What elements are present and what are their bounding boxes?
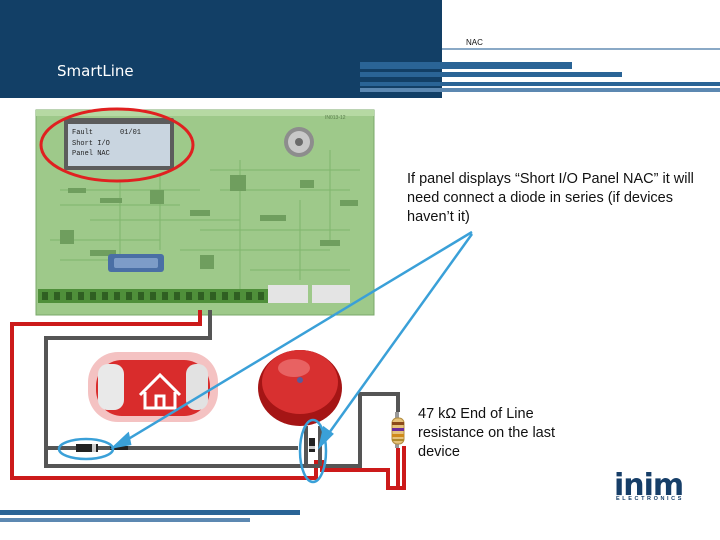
- bell-center-icon: [297, 377, 303, 383]
- slide-title: NAC: [466, 38, 483, 47]
- lcd-time: 01/01: [120, 129, 141, 137]
- arrowhead: [317, 425, 334, 450]
- header: NAC SmartLine: [0, 0, 720, 98]
- diode-icon: [298, 418, 328, 484]
- lcd-highlight: [39, 107, 195, 183]
- arrow-to-left-diode: [119, 230, 473, 446]
- board-traces: [50, 150, 360, 290]
- header-stripe: [442, 48, 720, 50]
- lcd-line-1: Fault: [72, 129, 93, 137]
- header-stripe: [360, 62, 572, 69]
- footer-stripe: [0, 510, 300, 515]
- bell-device: [258, 350, 342, 426]
- lcd-line-3: Panel NAC: [72, 150, 110, 158]
- terminal-strip: [38, 289, 268, 303]
- bell-diode-highlight: [298, 418, 328, 484]
- header-stripe: [360, 72, 622, 77]
- lcd-line-2: Short I/O: [72, 140, 110, 148]
- board-components: [60, 175, 358, 269]
- header-stripe: [360, 82, 720, 86]
- nac-wiring: [10, 310, 406, 490]
- footer-stripe: [0, 518, 250, 522]
- brand-title: SmartLine: [57, 62, 134, 80]
- logo-sub: ELECTRONICS: [616, 496, 685, 502]
- siren-strobe-device: [88, 352, 218, 422]
- diode-highlight: [57, 437, 115, 461]
- eol-callout-text: 47 kΩ End of Line resistance on the last…: [418, 406, 556, 460]
- logo-name: inim: [614, 468, 684, 503]
- house-icon: [138, 372, 182, 410]
- resistor-icon: [391, 412, 405, 448]
- header-stripe: [360, 88, 720, 92]
- buzzer-icon: [284, 127, 314, 157]
- diode-icon: [57, 437, 115, 461]
- diode-callout-text: If panel displays “Short I/O Panel NAC” …: [407, 171, 694, 225]
- board-code: IN013-12: [325, 115, 346, 121]
- callout-arrows: [109, 230, 474, 450]
- arrowhead: [109, 431, 132, 450]
- serial-port-icon: [108, 254, 164, 272]
- header-panel: [0, 0, 442, 98]
- arrow-to-bell-diode: [322, 233, 474, 441]
- connector-block: [312, 285, 350, 303]
- control-panel-board: Fault Short I/O Panel NAC 01/01 IN013-12: [35, 109, 375, 316]
- connector-block: [268, 285, 308, 303]
